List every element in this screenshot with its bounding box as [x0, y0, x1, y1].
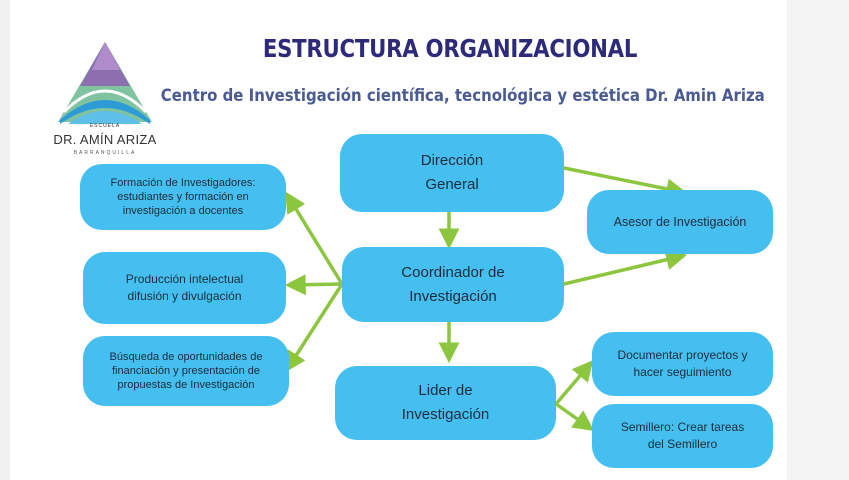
arrow-direccion-asesor [562, 166, 688, 200]
node-documentar-label: Documentar proyectos y hacer seguimiento [617, 348, 748, 379]
logo-school-text: ESCUELA [89, 123, 121, 129]
node-coordinador-label: Coordinador de Investigación [401, 263, 505, 305]
page-subtitle: Centro de Investigación científica, tecn… [160, 86, 765, 106]
node-coordinador: Coordinador de Investigación [342, 247, 564, 322]
node-asesor-label: Asesor de Investigación [613, 214, 747, 229]
arrow-lider-semillero [554, 402, 595, 432]
node-busqueda: Búsqueda de oportunidades de financiació… [83, 336, 289, 406]
node-direccion-label: Dirección General [420, 152, 484, 193]
node-semillero-label: Semillero: Crear tareas del Semillero [620, 420, 745, 451]
node-lider-label: Lider de Investigación [401, 382, 490, 423]
node-documentar: Documentar proyectos y hacer seguimiento [592, 332, 773, 396]
logo-triangle-icon [58, 42, 152, 124]
arrow-coordinador-asesor [562, 249, 688, 286]
node-lider: Lider de Investigación [335, 366, 556, 440]
arrow-coordinador-formacion [285, 191, 344, 286]
arrow-lider-documentar [554, 359, 594, 406]
node-formacion: Formación de Investigadores: estudiantes… [80, 164, 286, 230]
page-title: ESTRUCTURA ORGANIZACIONAL [262, 34, 638, 63]
logo-name-text: DR. AMÍN ARIZA [53, 132, 157, 147]
node-asesor: Asesor de Investigación [587, 190, 773, 254]
logo-city-text: BARRANQUILLA [73, 150, 137, 156]
school-logo [50, 40, 160, 160]
node-produccion: Producción intelectual difusión y divulg… [83, 252, 286, 324]
node-formacion-label: Formación de Investigadores: estudiantes… [110, 177, 256, 217]
node-semillero: Semillero: Crear tareas del Semillero [592, 404, 773, 468]
arrow-coordinador-produccion [284, 274, 344, 296]
arrow-coordinador-busqueda [285, 282, 344, 373]
node-produccion-label: Producción intelectual difusión y divulg… [125, 272, 244, 303]
node-direccion-general: Dirección General [340, 134, 564, 212]
node-busqueda-label: Búsqueda de oportunidades de financiació… [109, 351, 263, 391]
left-frame-strip [0, 0, 10, 480]
right-frame-strip [787, 0, 849, 480]
